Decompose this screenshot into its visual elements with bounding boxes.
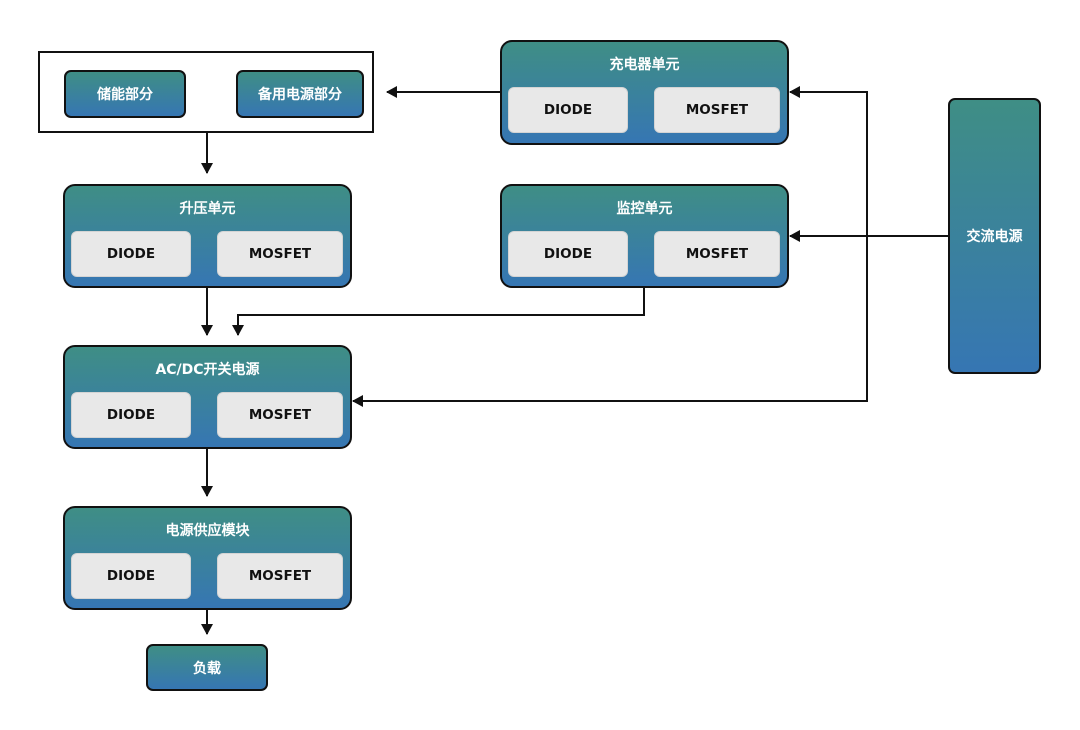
arrow-ac-to-acdc	[352, 236, 868, 407]
power-supply-module-title: 电源供应模块	[165, 523, 250, 539]
boost-mosfet: MOSFET	[217, 231, 343, 277]
monitor-mosfet: MOSFET	[654, 231, 780, 277]
acdc-power-unit: AC/DC开关电源 DIODE MOSFET	[63, 345, 352, 449]
monitor-diode: DIODE	[508, 231, 628, 277]
charger-unit: 充电器单元 DIODE MOSFET	[500, 40, 789, 145]
boost-unit: 升压单元 DIODE MOSFET	[63, 184, 352, 288]
energy-storage-block: 储能部分	[64, 70, 186, 118]
backup-power-block: 备用电源部分	[236, 70, 364, 118]
acdc-mosfet: MOSFET	[217, 392, 343, 438]
charger-diode: DIODE	[508, 87, 628, 133]
monitor-unit: 监控单元 DIODE MOSFET	[500, 184, 789, 288]
power-module-mosfet: MOSFET	[217, 553, 343, 599]
power-module-diode: DIODE	[71, 553, 191, 599]
ac-source-block: 交流电源	[948, 98, 1041, 374]
charger-mosfet: MOSFET	[654, 87, 780, 133]
power-supply-module: 电源供应模块 DIODE MOSFET	[63, 506, 352, 610]
arrow-ac-to-charger	[789, 86, 868, 236]
charger-unit-title: 充电器单元	[609, 57, 680, 73]
monitor-unit-title: 监控单元	[616, 201, 673, 217]
arrow-monitor-to-acdc	[232, 288, 645, 336]
acdc-diode: DIODE	[71, 392, 191, 438]
acdc-power-title: AC/DC开关电源	[155, 362, 260, 378]
boost-unit-title: 升压单元	[179, 201, 236, 217]
boost-diode: DIODE	[71, 231, 191, 277]
load-block: 负载	[146, 644, 268, 691]
storage-group: 储能部分 备用电源部分	[38, 51, 374, 133]
